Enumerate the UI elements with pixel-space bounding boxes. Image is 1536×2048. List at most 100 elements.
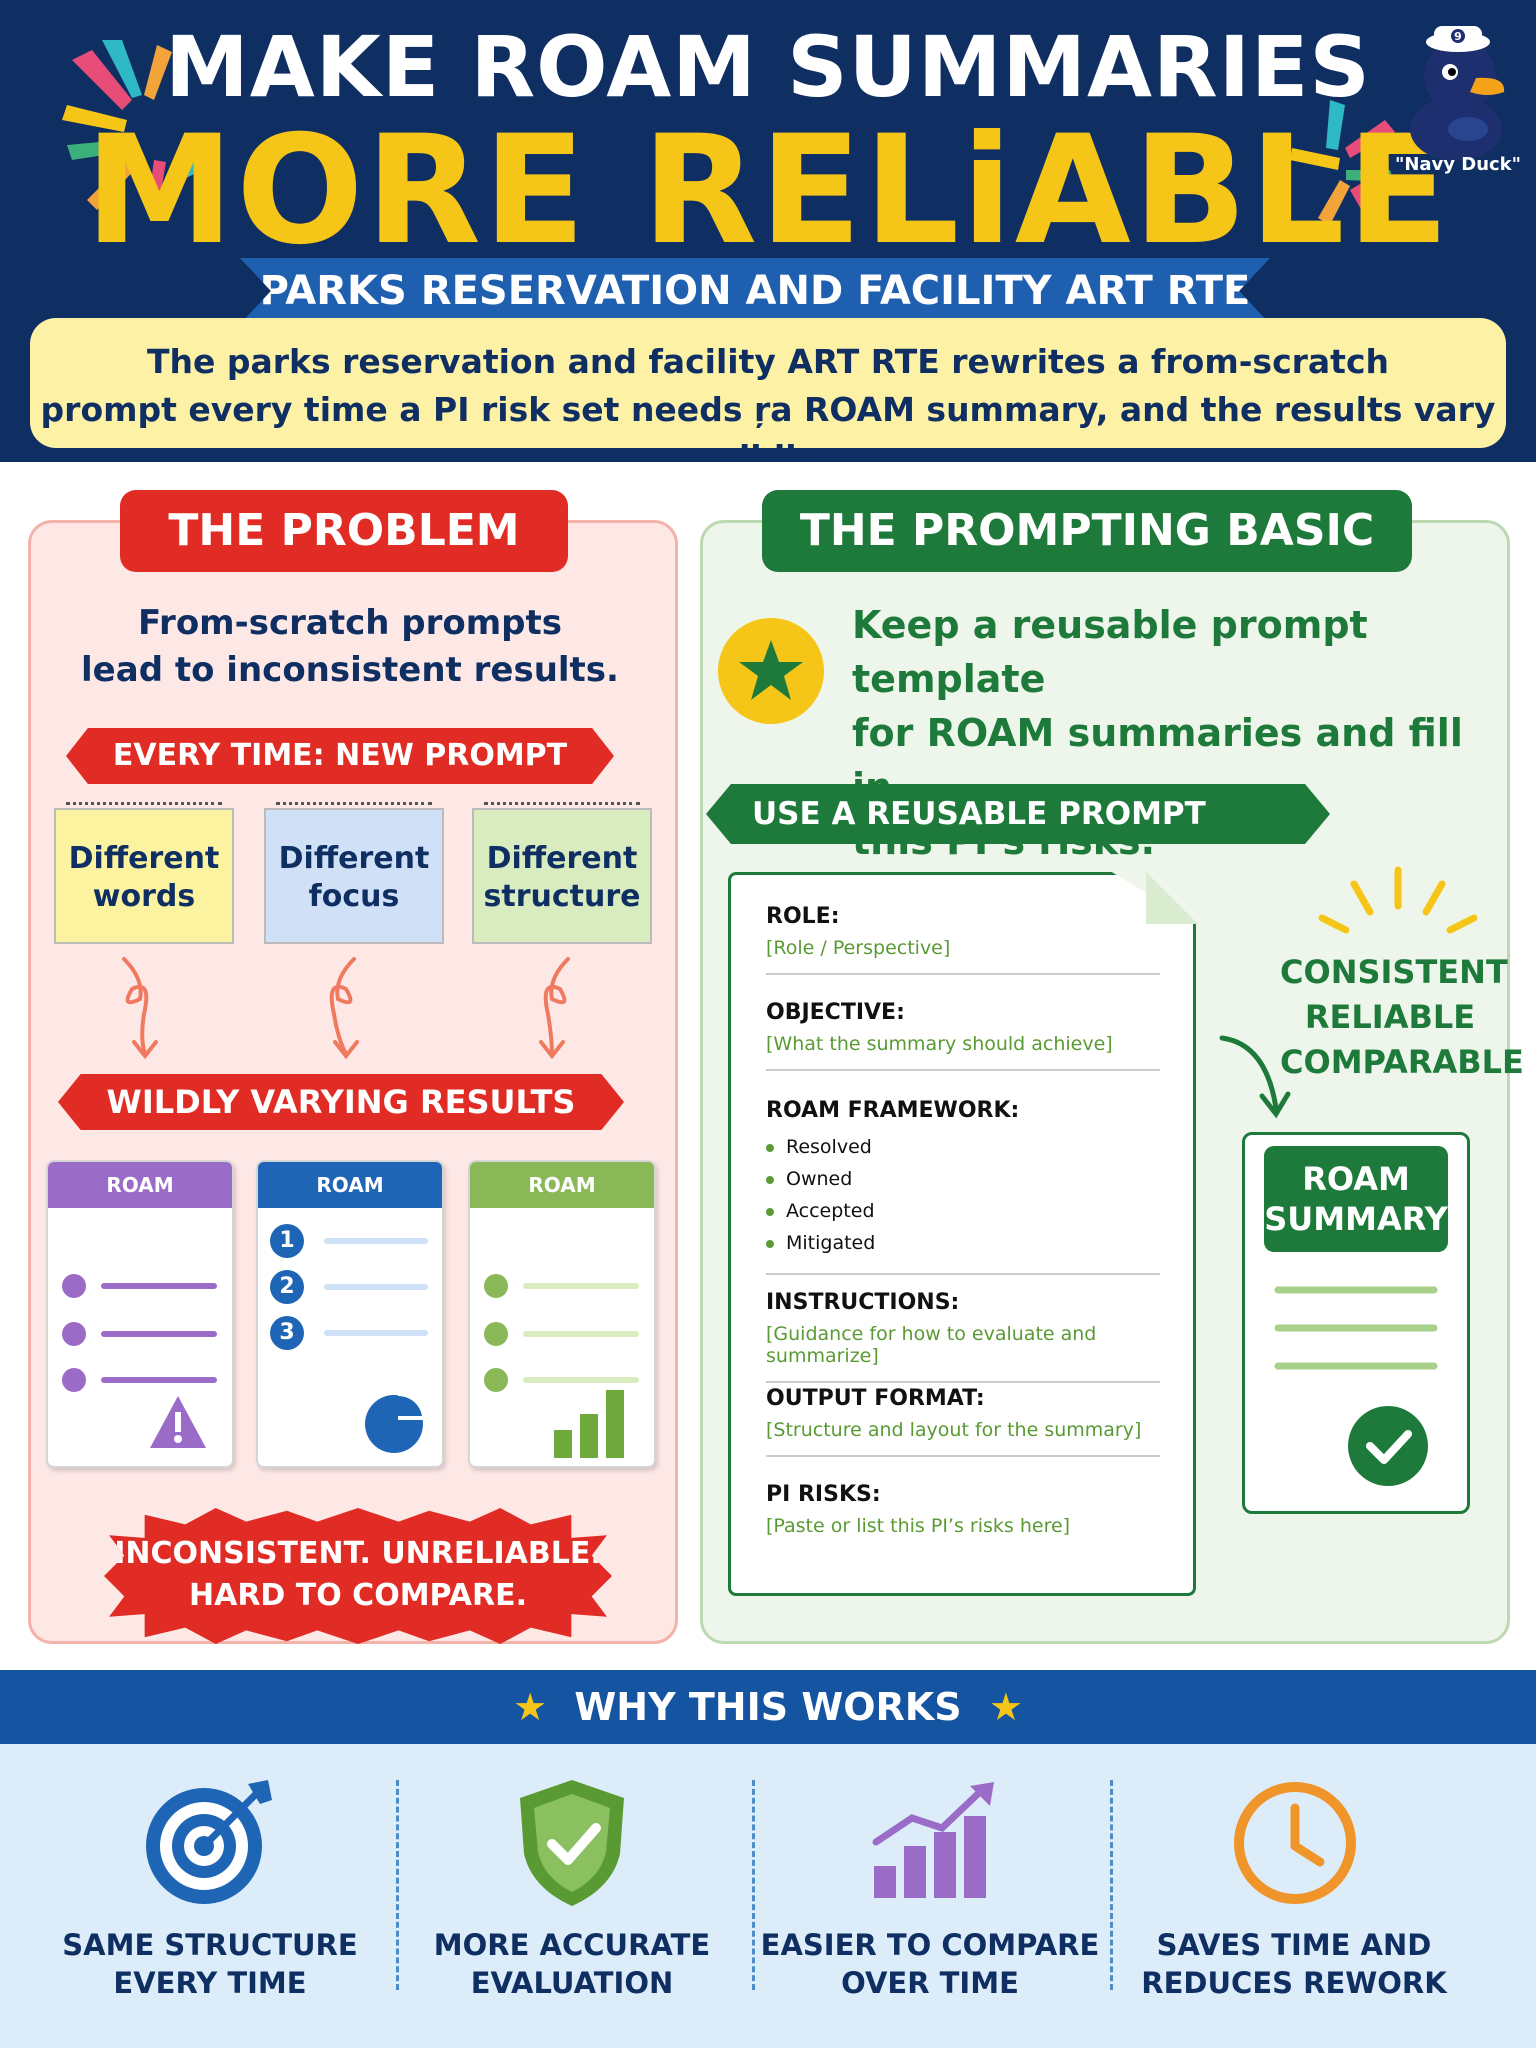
template-banner: USE A REUSABLE PROMPT TEMPLATE (706, 784, 1330, 844)
instructions-value: [Guidance for how to evaluate and summar… (766, 1323, 1097, 1367)
rte-ribbon: PARKS RESERVATION AND FACILITY ART RTE (240, 258, 1270, 324)
card-header: ROAM SUMMARY (470, 1162, 654, 1243)
why-item-same-structure: SAME STRUCTURE EVERY TIME (40, 1926, 380, 2002)
note-different-structure: Different structure (472, 802, 652, 944)
note-line1: Different (68, 841, 220, 876)
why-item-line1: SAME STRUCTURE (62, 1928, 358, 1962)
list-number: 3 (270, 1316, 304, 1350)
template-objective: OBJECTIVE: [What the summary should achi… (766, 1000, 1160, 1071)
role-label: ROLE: (766, 904, 840, 929)
note-line2: focus (308, 879, 400, 914)
benefit-consistent: CONSISTENT (1280, 953, 1508, 991)
star-icon: ★ (513, 1685, 548, 1729)
star-badge (718, 618, 824, 724)
mascot-label: "Navy Duck" (1394, 154, 1522, 175)
prompt-template-doc (728, 872, 1196, 1596)
roam-summary-card-green: ROAM SUMMARY (468, 1160, 656, 1468)
shield-check-icon (520, 1780, 624, 1906)
card-header: ROAM SUMMARY (258, 1162, 442, 1243)
confetti-burst-left-icon (62, 40, 202, 215)
why-item-line2: EVALUATION (470, 1966, 674, 2000)
note-line1: Different (278, 841, 430, 876)
framework-item: Mitigated (766, 1227, 1160, 1259)
framework-label: ROAM FRAMEWORK: (766, 1098, 1020, 1123)
role-value: [Role / Perspective] (766, 937, 951, 959)
burst-line1: INCONSISTENT. UNRELIABLE. (114, 1536, 602, 1571)
template-output: OUTPUT FORMAT: [Structure and layout for… (766, 1386, 1160, 1457)
summary-header-line2: SUMMARY (1264, 1200, 1448, 1238)
basic-text-line1: Keep a reusable prompt template (852, 603, 1368, 701)
summary-header: ROAM SUMMARY (1264, 1146, 1448, 1252)
divider (1110, 1780, 1113, 1990)
why-item-line2: REDUCES REWORK (1141, 1966, 1447, 2000)
template-instructions: INSTRUCTIONS: [Guidance for how to evalu… (766, 1290, 1160, 1383)
benefits-list: CONSISTENT RELIABLE COMPARABLE (1280, 950, 1524, 1085)
problem-text: From-scratch prompts lead to inconsisten… (60, 600, 640, 694)
objective-label: OBJECTIVE: (766, 1000, 905, 1025)
why-item-line1: MORE ACCURATE (433, 1928, 711, 1962)
shine-rays-icon (1318, 866, 1478, 934)
note-line2: structure (483, 879, 641, 914)
bar-chart-icon (554, 1390, 624, 1458)
bar-chart-up-icon (872, 1782, 994, 1898)
burst-line2: HARD TO COMPARE. (189, 1578, 527, 1613)
template-risks: PI RISKS: [Paste or list this PI’s risks… (766, 1482, 1160, 1537)
every-time-banner: EVERY TIME: NEW PROMPT (66, 728, 614, 784)
numbered-list: 1 2 3 (270, 1224, 428, 1350)
problem-text-line1: From-scratch prompts (138, 603, 562, 643)
why-item-saves-time: SAVES TIME AND REDUCES REWORK (1124, 1926, 1464, 2002)
instructions-label: INSTRUCTIONS: (766, 1290, 960, 1315)
why-title: WHY THIS WORKS (574, 1685, 962, 1729)
template-framework: ROAM FRAMEWORK: Resolved Owned Accepted … (766, 1098, 1160, 1275)
why-item-compare: EASIER TO COMPARE OVER TIME (760, 1926, 1100, 2002)
subtitle-line2: prompt every time a PI risk set needs ŗa… (40, 390, 1496, 477)
risks-label: PI RISKS: (766, 1482, 881, 1507)
why-header: ★ WHY THIS WORKS ★ (0, 1670, 1536, 1744)
objective-value: [What the summary should achieve] (766, 1033, 1113, 1055)
star-icon: ★ (988, 1685, 1023, 1729)
benefit-reliable: RELIABLE (1304, 998, 1476, 1036)
risks-value: [Paste or list this PI’s risks here] (766, 1515, 1071, 1537)
framework-item: Accepted (766, 1195, 1160, 1227)
note-line1: Different (486, 841, 638, 876)
why-item-line1: SAVES TIME AND (1156, 1928, 1432, 1962)
framework-item: Resolved (766, 1131, 1160, 1163)
list-number: 2 (270, 1270, 304, 1304)
why-item-line1: EASIER TO COMPARE (760, 1928, 1100, 1962)
roam-summary-card-purple: ROAM SUMMARY (46, 1160, 234, 1468)
bullet-lines-icon (484, 1274, 639, 1392)
curved-arrow-icon (1219, 1035, 1291, 1119)
pie-chart-icon (365, 1392, 426, 1453)
navy-duck-mascot-icon: 9 (1410, 26, 1505, 161)
page-title-line1: MAKE ROAM SUMMARIES (165, 18, 1371, 116)
inconsistent-burst: INCONSISTENT. UNRELIABLE. HARD TO COMPAR… (104, 1508, 612, 1644)
benefit-comparable: COMPARABLE (1280, 1043, 1524, 1081)
confetti-burst-right-icon (1290, 100, 1395, 225)
star-icon (739, 640, 803, 700)
summary-lines-check-icon (1274, 1286, 1438, 1486)
note-line2: words (92, 879, 196, 914)
subtitle-line1: The parks reservation and facility ART R… (146, 342, 1390, 381)
subtitle-box: The parks reservation and facility ART R… (30, 318, 1506, 477)
problem-text-line2: lead to inconsistent results. (81, 650, 619, 690)
summary-header-line1: ROAM (1302, 1160, 1410, 1198)
divider (752, 1780, 755, 1990)
list-number: 1 (270, 1224, 304, 1258)
bullet-lines-icon (62, 1274, 217, 1392)
basic-tab: THE PROMPTING BASIC (762, 490, 1412, 572)
why-item-line2: OVER TIME (841, 1966, 1019, 2000)
problem-tab: THE PROBLEM (120, 490, 568, 572)
template-role: ROLE: [Role / Perspective] (766, 904, 1160, 975)
why-item-accurate: MORE ACCURATE EVALUATION (402, 1926, 742, 2002)
output-value: [Structure and layout for the summary] (766, 1419, 1142, 1441)
page-title-line2: MORE RELiABLE (84, 104, 1452, 278)
varying-results-banner: WILDLY VARYING RESULTS (58, 1074, 624, 1130)
output-label: OUTPUT FORMAT: (766, 1386, 985, 1411)
warning-icon (150, 1396, 206, 1448)
duck-cap-number: 9 (1454, 30, 1462, 43)
clock-icon (1234, 1782, 1356, 1904)
target-icon (146, 1780, 272, 1904)
why-item-line2: EVERY TIME (113, 1966, 307, 2000)
roam-summary-card-blue: ROAM SUMMARY 1 2 3 (256, 1160, 444, 1468)
card-header: ROAM SUMMARY (48, 1162, 232, 1243)
